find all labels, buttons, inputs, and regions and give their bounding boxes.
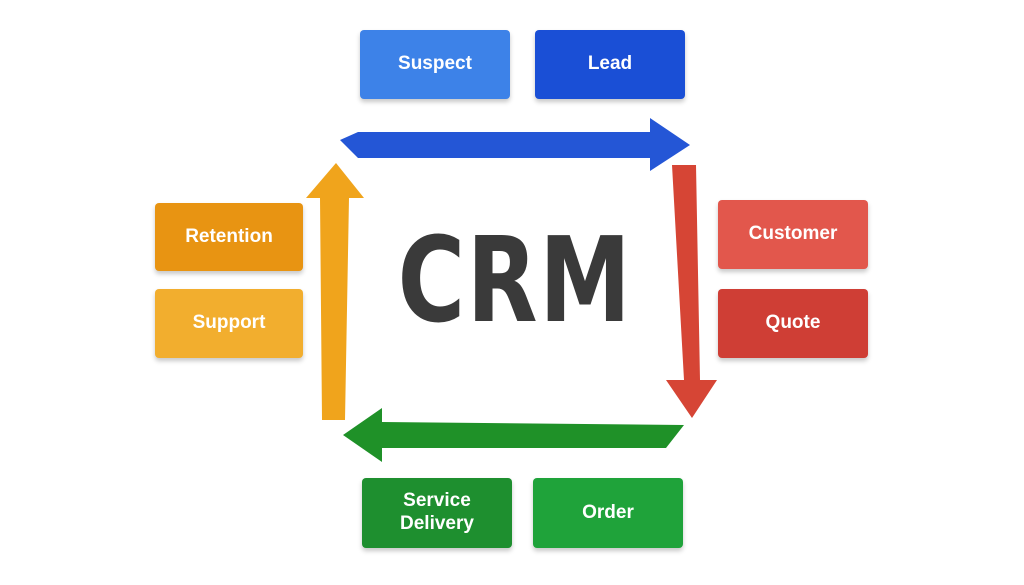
stage-service-delivery-label: Service Delivery [400, 490, 474, 534]
arrow-right [666, 165, 717, 418]
stage-quote-label: Quote [765, 312, 821, 334]
stage-suspect-label: Suspect [398, 53, 472, 75]
arrow-top [340, 118, 690, 171]
crm-title: CRM [397, 211, 633, 349]
stage-quote[interactable]: Quote [718, 289, 868, 358]
stage-retention[interactable]: Retention [155, 203, 303, 271]
stage-customer-label: Customer [748, 223, 838, 245]
stage-customer[interactable]: Customer [718, 200, 868, 269]
stage-order-label: Order [582, 501, 634, 523]
stage-order[interactable]: Order [533, 478, 683, 548]
arrow-left [306, 163, 364, 420]
stage-support[interactable]: Support [155, 289, 303, 358]
stage-lead[interactable]: Lead [535, 30, 685, 99]
stage-service-delivery[interactable]: Service Delivery [362, 478, 512, 548]
stage-support-label: Support [192, 312, 266, 334]
stage-retention-label: Retention [185, 225, 273, 247]
stage-suspect[interactable]: Suspect [360, 30, 510, 99]
arrow-bottom [343, 408, 684, 462]
stage-lead-label: Lead [587, 53, 633, 75]
